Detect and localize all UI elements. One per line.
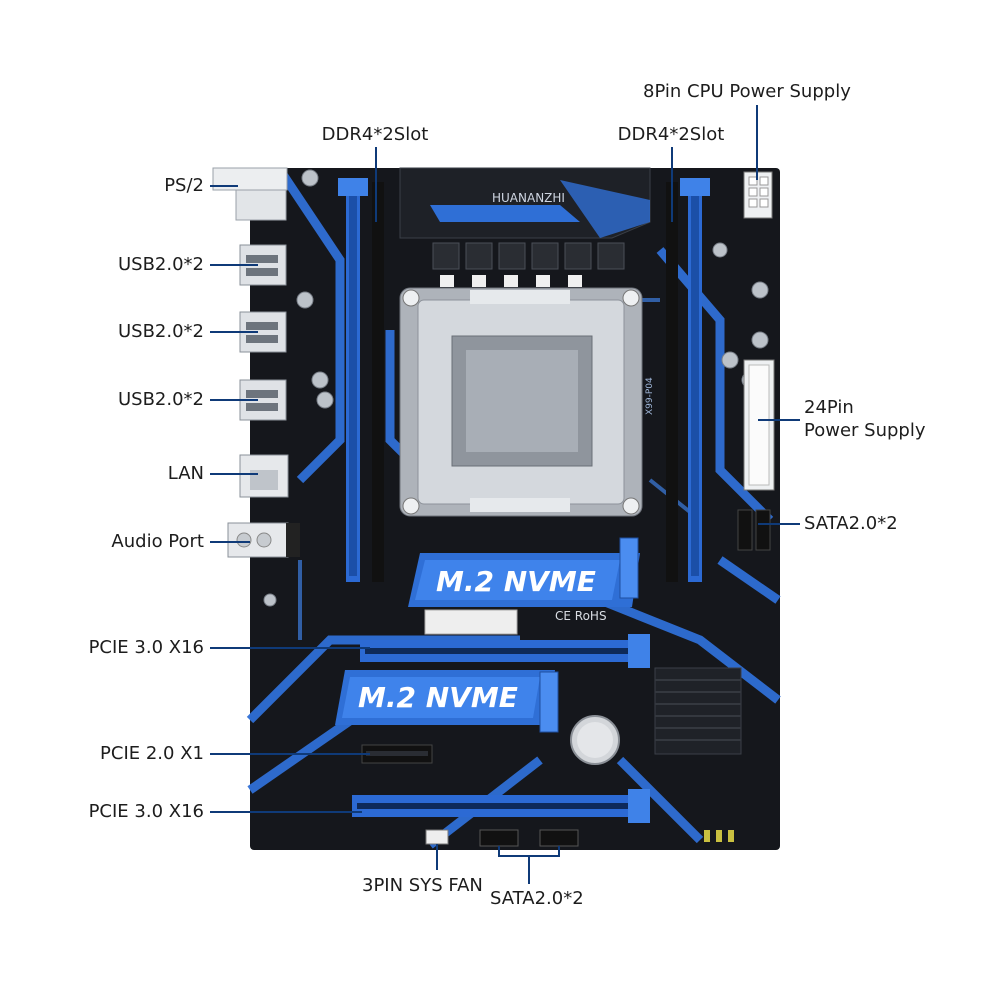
cert-marks: CE RoHS bbox=[555, 609, 607, 623]
cpu-socket bbox=[399, 287, 643, 517]
atx-power-connector bbox=[743, 359, 775, 491]
label-sata-bottom: SATA2.0*2 bbox=[490, 888, 584, 909]
label-ddr4-left: DDR4*2Slot bbox=[321, 124, 429, 145]
m2-label-2: M.2 NVME bbox=[358, 681, 518, 714]
ddr4-slots-right bbox=[666, 178, 710, 582]
sata-ports-bottom bbox=[479, 829, 579, 847]
m2-label-1: M.2 NVME bbox=[436, 565, 596, 598]
label-atx-power-2: Power Supply bbox=[804, 420, 926, 441]
label-audio-port: Audio Port bbox=[111, 531, 204, 552]
sata-ports-right bbox=[737, 509, 771, 551]
audio-jacks bbox=[227, 522, 300, 558]
label-atx-power-1: 24Pin bbox=[804, 397, 854, 418]
pcie-x16-slot-2 bbox=[352, 789, 650, 823]
m2-slot-1: M.2 NVME bbox=[408, 537, 640, 607]
m2-slot-2: M.2 NVME bbox=[335, 670, 559, 733]
pcie-x16-slot-1 bbox=[360, 634, 650, 668]
chipset-heatsink bbox=[654, 667, 742, 755]
model-text: X99-P04 bbox=[645, 377, 655, 415]
usb-port-stack-1 bbox=[239, 244, 287, 286]
label-ddr4-right: DDR4*2Slot bbox=[617, 124, 725, 145]
label-cpu-power: 8Pin CPU Power Supply bbox=[643, 81, 851, 102]
cpu-power-connector bbox=[743, 171, 773, 219]
label-ps2: PS/2 bbox=[164, 175, 204, 196]
label-lan: LAN bbox=[167, 463, 204, 484]
brand-text: HUANANZHI bbox=[492, 191, 565, 205]
sys-fan-header bbox=[425, 829, 449, 845]
label-pcie-x16-2: PCIE 3.0 X16 bbox=[88, 801, 204, 822]
label-usb-3: USB2.0*2 bbox=[117, 389, 204, 410]
label-sys-fan: 3PIN SYS FAN bbox=[362, 875, 483, 896]
label-sata-right: SATA2.0*2 bbox=[804, 513, 898, 534]
label-usb-1: USB2.0*2 bbox=[117, 254, 204, 275]
ddr4-slots-left bbox=[338, 178, 384, 582]
label-usb-2: USB2.0*2 bbox=[117, 321, 204, 342]
label-pcie-x1: PCIE 2.0 X1 bbox=[100, 743, 204, 764]
leader-lines bbox=[210, 105, 800, 884]
label-pcie-x16-1: PCIE 3.0 X16 bbox=[88, 637, 204, 658]
pcie-x1-slot bbox=[361, 744, 433, 764]
vrm-heatsink: HUANANZHI bbox=[399, 167, 651, 239]
